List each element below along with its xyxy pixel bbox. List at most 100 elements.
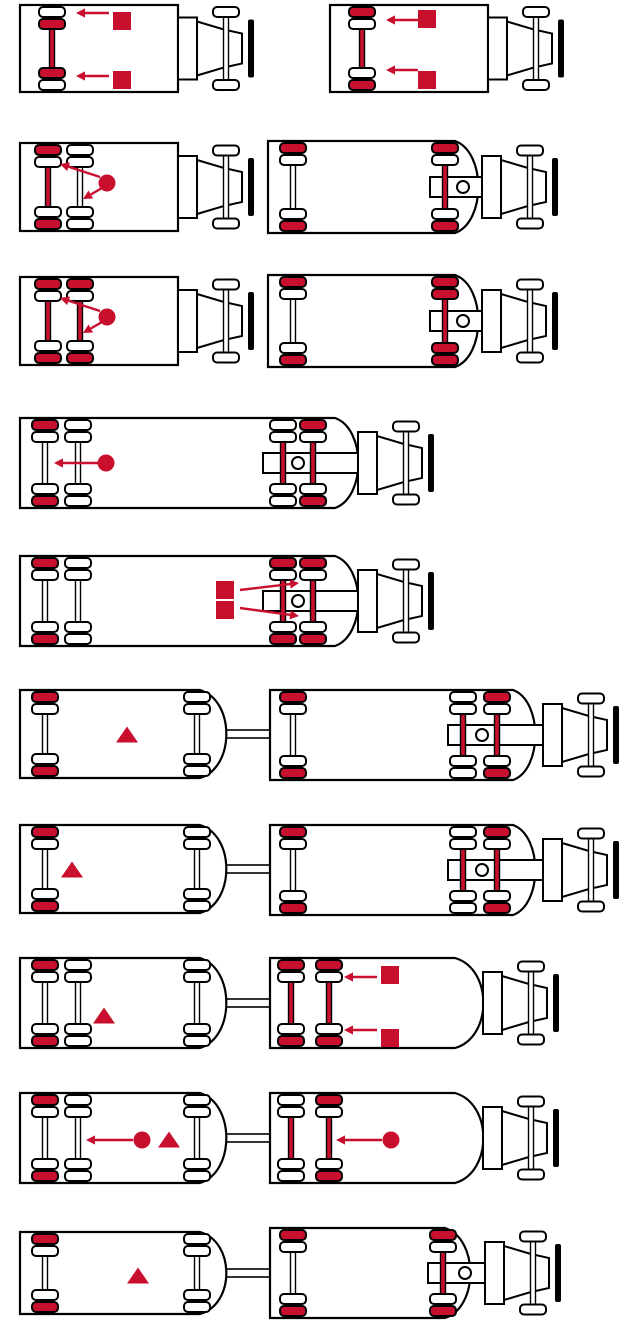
tire bbox=[299, 431, 327, 443]
tire bbox=[183, 1289, 211, 1301]
tire bbox=[31, 1289, 59, 1301]
tractor-cab-front bbox=[357, 558, 434, 644]
marked-tire bbox=[277, 1035, 305, 1047]
marked-tire bbox=[66, 352, 94, 364]
front-steer-tire bbox=[392, 631, 420, 644]
front-steer-tire bbox=[516, 217, 544, 230]
diagram-row-canvas-2 bbox=[18, 139, 558, 235]
rigid-truck-tandem-rear-outer-tires-marked bbox=[268, 956, 559, 1050]
tire bbox=[183, 971, 211, 983]
tractor-cab-front bbox=[481, 144, 558, 230]
tire bbox=[277, 1106, 305, 1118]
marked-tire bbox=[31, 691, 59, 703]
tire bbox=[31, 569, 59, 581]
marked-tire bbox=[299, 633, 327, 645]
marked-tire bbox=[34, 144, 62, 156]
marked-tire bbox=[348, 6, 376, 18]
front-steer-tire bbox=[516, 278, 544, 291]
marked-tire bbox=[483, 767, 511, 779]
cab-back bbox=[542, 838, 563, 902]
tire bbox=[183, 703, 211, 715]
tractor-cab-front bbox=[542, 827, 619, 913]
tire bbox=[431, 154, 459, 166]
diagram-row-canvas-7 bbox=[18, 823, 619, 917]
tire bbox=[277, 1170, 305, 1182]
vehicle-body bbox=[18, 823, 228, 915]
axle-shaft bbox=[289, 296, 297, 346]
front-bumper bbox=[248, 158, 254, 216]
diagram-row-canvas-9 bbox=[18, 1091, 559, 1185]
truck-single-rear-axle-outer-dual-tires-marked bbox=[328, 3, 564, 94]
front-steer-tire bbox=[212, 351, 240, 364]
axle-shaft bbox=[402, 426, 410, 500]
tire bbox=[269, 569, 297, 581]
tire bbox=[64, 1158, 92, 1170]
tire bbox=[429, 1241, 457, 1253]
tire bbox=[31, 888, 59, 900]
drawbar-trailer-triangle-rear bbox=[18, 823, 275, 915]
tire bbox=[183, 1301, 211, 1313]
hood bbox=[561, 706, 590, 764]
marked-tire bbox=[279, 1229, 307, 1241]
tire bbox=[315, 971, 343, 983]
triangle-marker bbox=[127, 1267, 149, 1284]
axle-shaft bbox=[587, 698, 595, 772]
marked-axle-shaft bbox=[44, 298, 52, 344]
diagram-row-canvas-10 bbox=[18, 1226, 561, 1320]
fifth-wheel-kingpin bbox=[291, 594, 305, 608]
tire bbox=[64, 1035, 92, 1047]
circle-marker bbox=[98, 308, 116, 326]
square-marker bbox=[381, 966, 399, 984]
diagram-row-5 bbox=[0, 540, 640, 675]
front-steer-tire bbox=[392, 558, 420, 571]
drawbar-trailer-tandem-rear-triangle bbox=[18, 956, 275, 1050]
marked-tire bbox=[431, 354, 459, 366]
marked-tire bbox=[279, 691, 307, 703]
cab-back bbox=[487, 16, 508, 81]
cab-back bbox=[482, 971, 503, 1035]
triangle-marker bbox=[116, 726, 138, 743]
diagram-row-canvas-1 bbox=[18, 3, 564, 94]
tire bbox=[449, 767, 477, 779]
axle-shaft bbox=[532, 11, 540, 86]
vehicle-body bbox=[266, 139, 480, 235]
tire bbox=[34, 340, 62, 352]
tire bbox=[183, 1023, 211, 1035]
circle-marker bbox=[382, 1131, 400, 1149]
marked-axle-shaft bbox=[358, 26, 366, 71]
tractor-semitrailer-drive-axle-all-tires-marked bbox=[266, 273, 558, 369]
marker-arrow bbox=[344, 972, 377, 982]
tire bbox=[183, 1245, 211, 1257]
axle-shaft bbox=[74, 979, 82, 1027]
front-bumper bbox=[248, 19, 254, 78]
tire bbox=[64, 959, 92, 971]
marked-tire bbox=[279, 220, 307, 232]
marked-tire bbox=[315, 1094, 343, 1106]
tire bbox=[183, 838, 211, 850]
circle-marker bbox=[98, 174, 116, 192]
drawbar-trailer-single-axles-triangle bbox=[18, 1230, 275, 1316]
marked-tire bbox=[279, 1305, 307, 1317]
front-bumper bbox=[613, 706, 619, 764]
front-steer-tire bbox=[517, 1095, 545, 1108]
diagram-row-7 bbox=[0, 810, 640, 945]
front-steer-tire bbox=[577, 900, 605, 913]
tire bbox=[279, 342, 307, 354]
diagram-row-canvas-6 bbox=[18, 688, 619, 782]
tire bbox=[64, 569, 92, 581]
axle-shaft bbox=[289, 846, 297, 894]
front-bumper bbox=[555, 1244, 561, 1302]
tire bbox=[31, 1158, 59, 1170]
tire bbox=[64, 1094, 92, 1106]
triangle-marker bbox=[158, 1131, 180, 1148]
front-steer-tire bbox=[212, 79, 240, 91]
fifth-wheel-kingpin bbox=[291, 456, 305, 470]
tire bbox=[31, 971, 59, 983]
cab-back bbox=[542, 703, 563, 767]
tire bbox=[315, 1158, 343, 1170]
tire bbox=[66, 290, 94, 302]
marked-axle-shaft bbox=[325, 1114, 333, 1162]
tire bbox=[279, 890, 307, 902]
front-steer-tire bbox=[516, 351, 544, 364]
cab-back bbox=[357, 569, 378, 633]
